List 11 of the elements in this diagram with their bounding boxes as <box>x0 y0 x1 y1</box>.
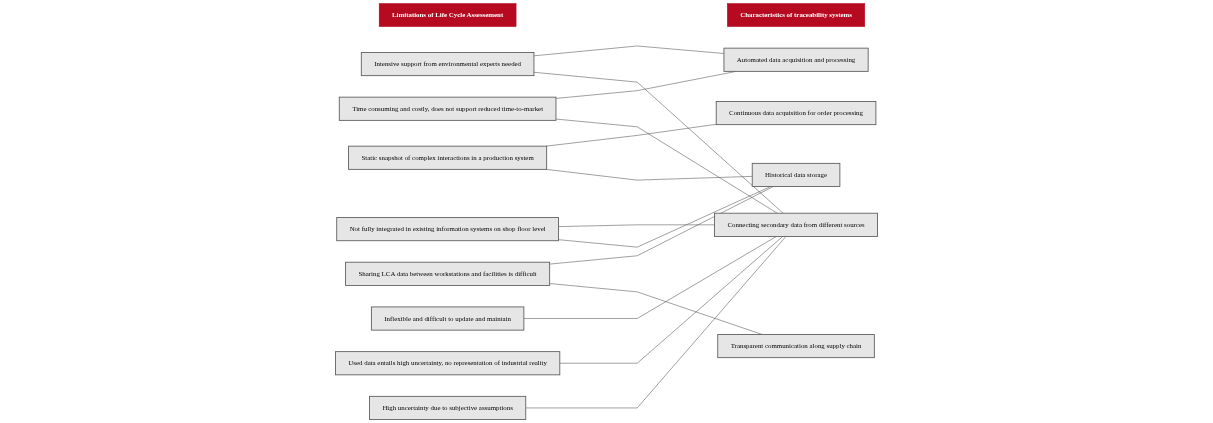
connector <box>555 118 778 214</box>
connector <box>525 236 787 409</box>
connector <box>523 236 777 319</box>
connector <box>545 169 753 181</box>
connector <box>549 186 774 265</box>
connector <box>545 124 717 147</box>
connector <box>559 236 783 364</box>
connector <box>558 224 715 227</box>
connector <box>533 45 725 57</box>
connector <box>558 186 771 248</box>
connector <box>533 72 784 214</box>
